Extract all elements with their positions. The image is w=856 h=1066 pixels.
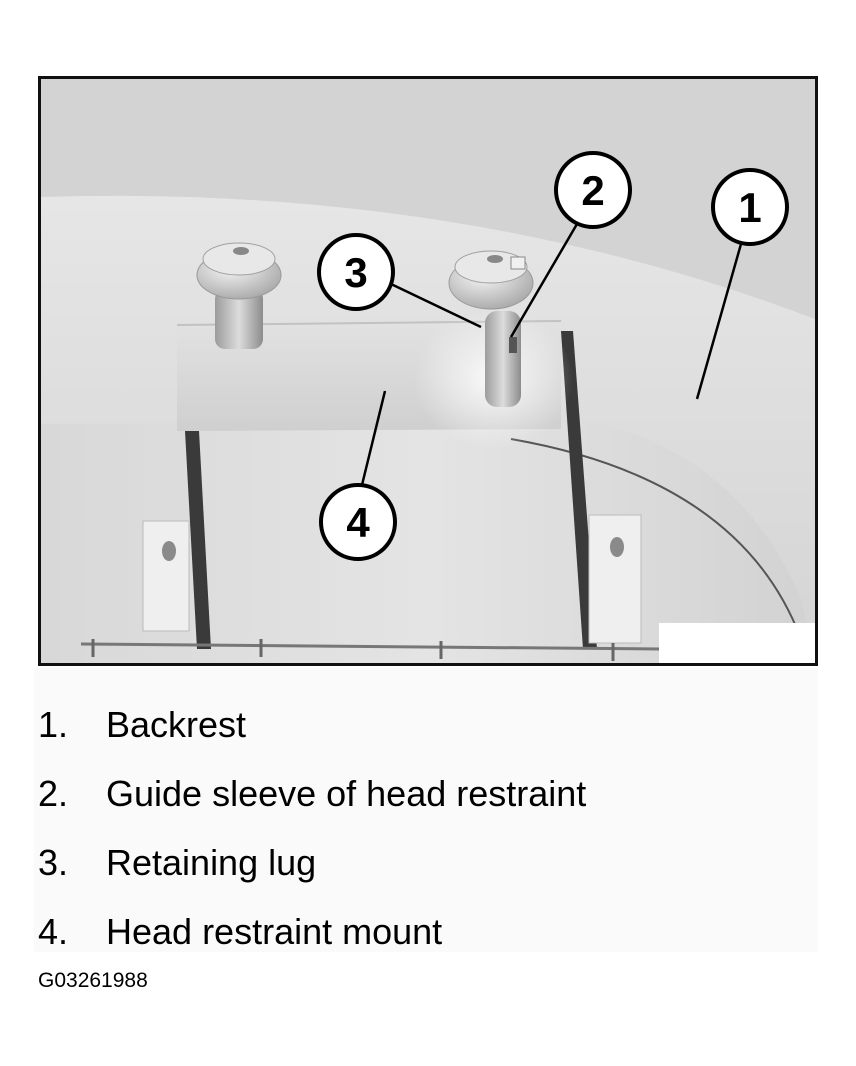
callout-3-leader (390, 282, 482, 329)
callout-3: 3 (317, 233, 395, 311)
left-channel (185, 431, 211, 649)
figure-id: G03261988 (38, 969, 148, 992)
legend-item-retaining-lug: 3. Retaining lug (34, 836, 818, 890)
legend-item-label: Head restraint mount (106, 911, 443, 952)
callout-1: 1 (711, 168, 789, 246)
corner-patch (659, 623, 815, 663)
left-mounting-tab (142, 520, 190, 632)
legend: 1. Backrest 2. Guide sleeve of head rest… (34, 668, 818, 952)
legend-item-head-restraint-mount: 4. Head restraint mount (34, 905, 818, 959)
callout-2-leader (509, 223, 579, 338)
callout-3-number: 3 (344, 249, 367, 296)
illustration-drawing: 1 2 3 4 (41, 79, 815, 663)
callout-1-leader (695, 243, 743, 400)
right-mounting-tab (588, 514, 642, 644)
retaining-lug (509, 337, 517, 353)
seat-backrest-illustration: 1 2 3 4 (38, 76, 818, 666)
callout-4: 4 (319, 483, 397, 561)
left-tab-hole (162, 541, 176, 561)
legend-item-number: 3. (38, 842, 69, 883)
right-tab-hole (610, 537, 624, 557)
callout-1-number: 1 (738, 184, 761, 231)
right-guide-sleeve (448, 250, 534, 407)
legend-item-label: Retaining lug (106, 842, 317, 883)
left-guide-sleeve (196, 242, 282, 349)
callout-2-number: 2 (581, 167, 604, 214)
legend-item-label: Guide sleeve of head restraint (106, 773, 587, 814)
bottom-rail (80, 642, 662, 651)
legend-item-backrest: 1. Backrest (34, 698, 818, 752)
callout-2: 2 (554, 151, 632, 229)
legend-item-number: 1. (38, 704, 69, 745)
legend-item-guide-sleeve: 2. Guide sleeve of head restraint (34, 767, 818, 821)
right-channel (561, 331, 597, 649)
backrest-seam (510, 438, 802, 640)
callout-4-number: 4 (346, 499, 370, 546)
legend-item-number: 4. (38, 911, 69, 952)
callout-4-leader (359, 390, 387, 490)
legend-item-number: 2. (38, 773, 69, 814)
legend-item-label: Backrest (106, 704, 247, 745)
